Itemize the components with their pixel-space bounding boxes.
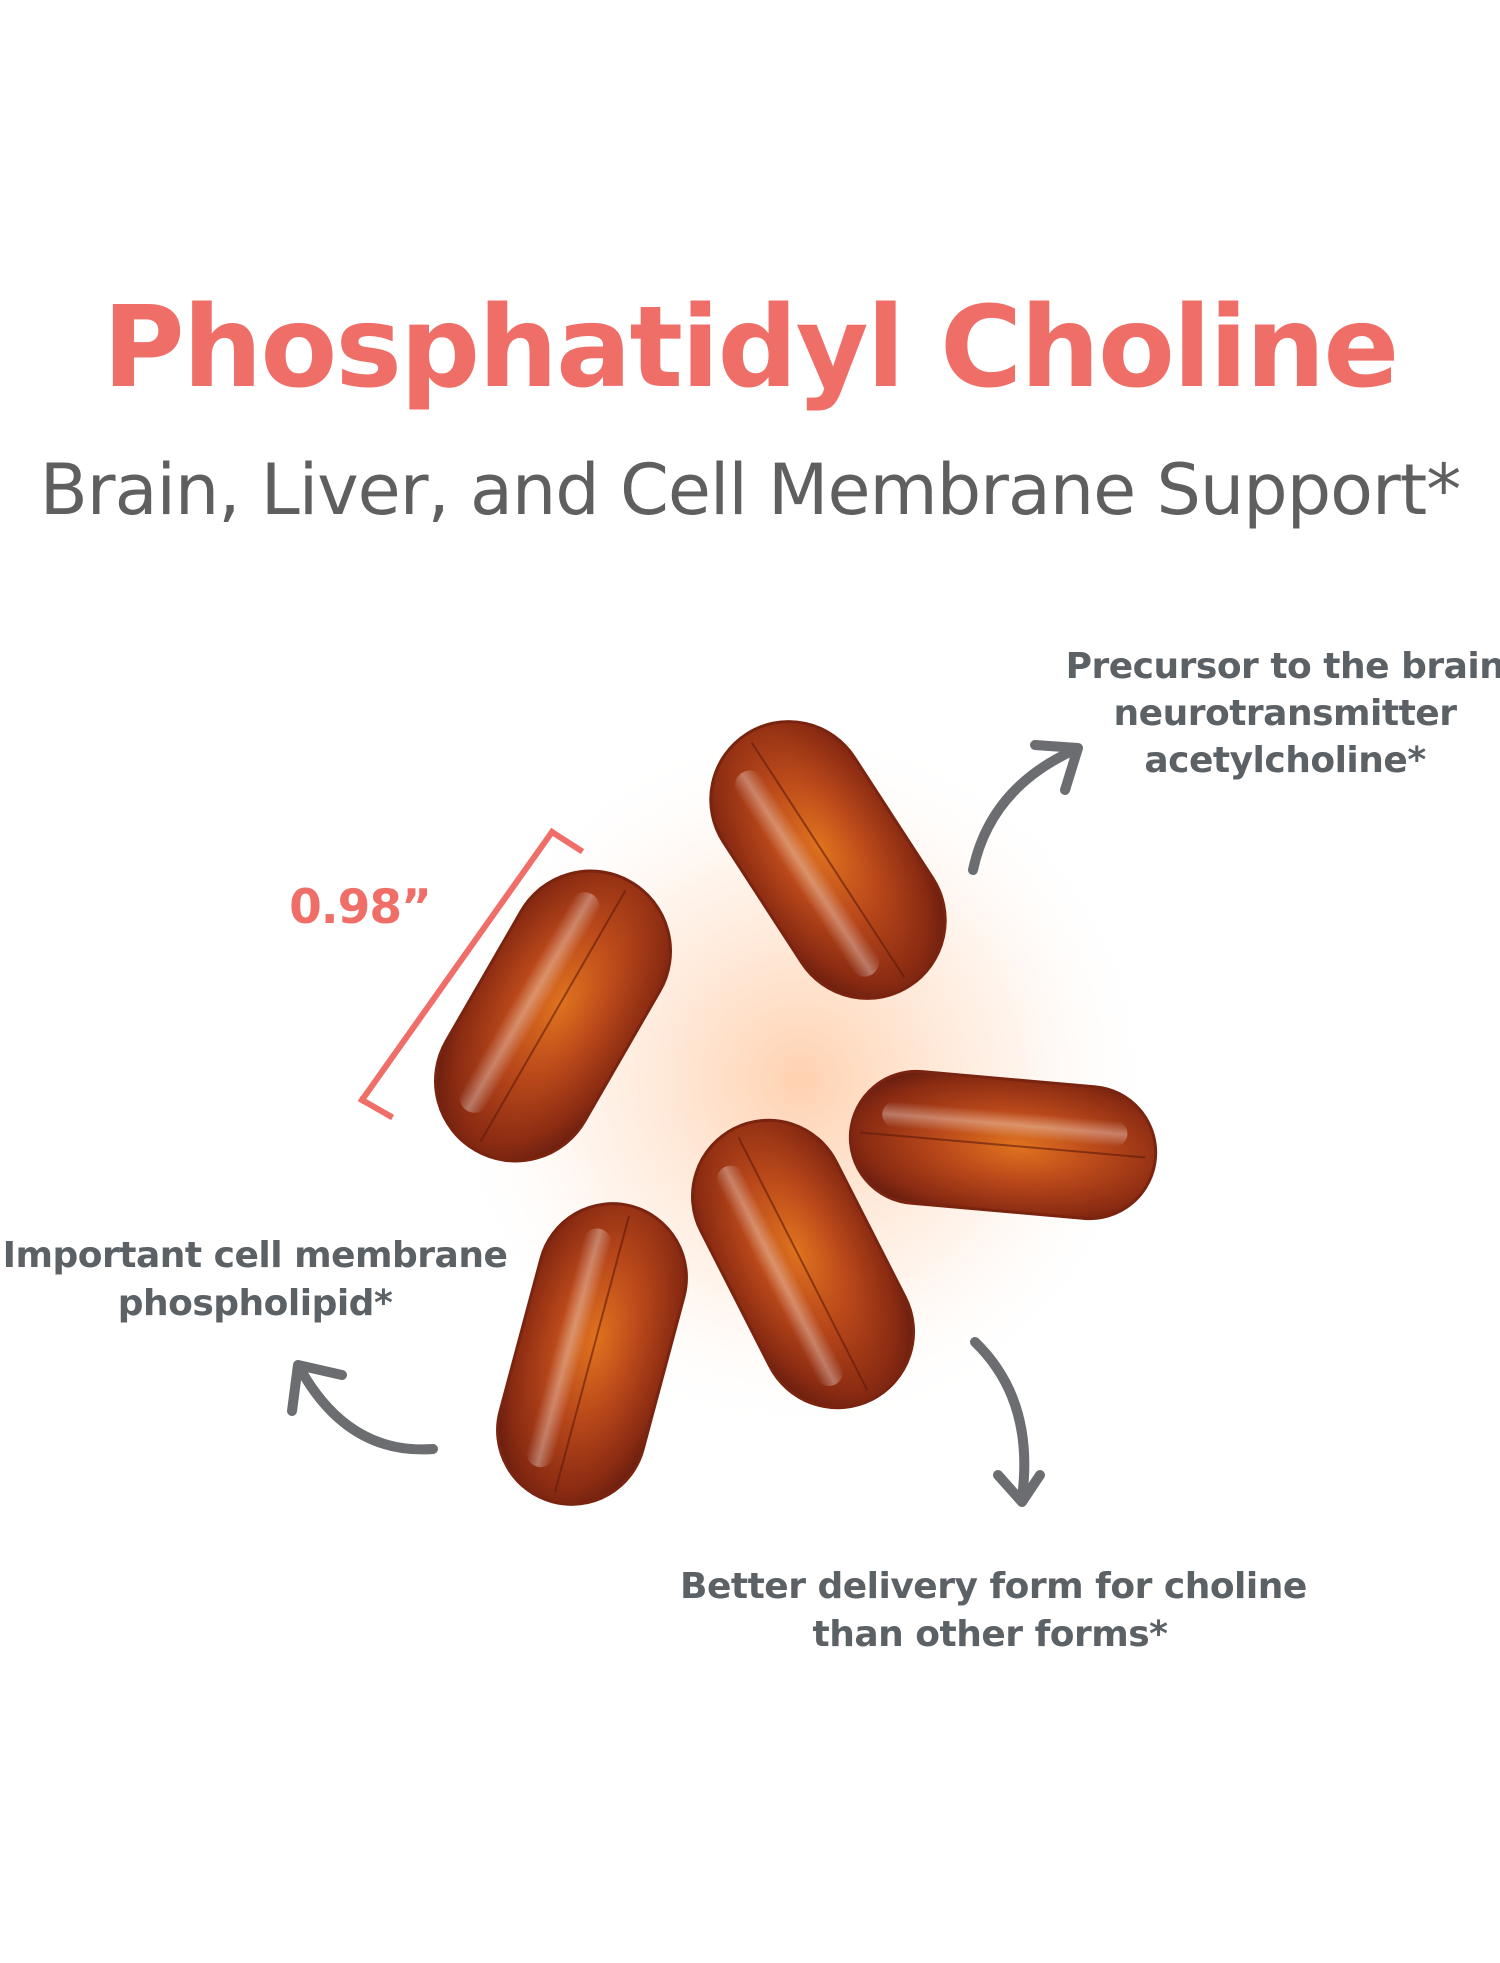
curved-arrow-icon [287, 1360, 438, 1455]
callout-line: Precursor to the brain [1065, 646, 1500, 687]
softgel-capsule [709, 720, 947, 1000]
callout-line: Better delivery form for choline [680, 1566, 1307, 1607]
page-subtitle: Brain, Liver, and Cell Membrane Support* [39, 449, 1461, 531]
callout-line: acetylcholine* [1144, 740, 1426, 781]
softgel-capsule [848, 1069, 1158, 1221]
callout-line: than other forms* [812, 1614, 1168, 1655]
softgel-capsule [690, 1118, 916, 1410]
callout-line: phospholipid* [117, 1283, 393, 1324]
callout-neurotransmitter: Precursor to the brain neurotransmitter … [1060, 643, 1500, 784]
softgel-capsule [496, 1202, 688, 1506]
softgel-capsule [434, 869, 672, 1163]
callout-line: neurotransmitter [1113, 693, 1457, 734]
curved-arrow-icon [970, 1337, 1045, 1507]
callout-membrane: Important cell membrane phospholipid* [0, 1232, 510, 1328]
callout-line: Important cell membrane [2, 1235, 508, 1276]
callout-delivery: Better delivery form for choline than ot… [680, 1563, 1307, 1659]
page-title: Phosphatidyl Choline [102, 283, 1400, 413]
size-bracket-icon [357, 827, 585, 1121]
curved-arrow-icon [968, 740, 1083, 875]
capsule-length-label: 0.98” [289, 880, 432, 935]
